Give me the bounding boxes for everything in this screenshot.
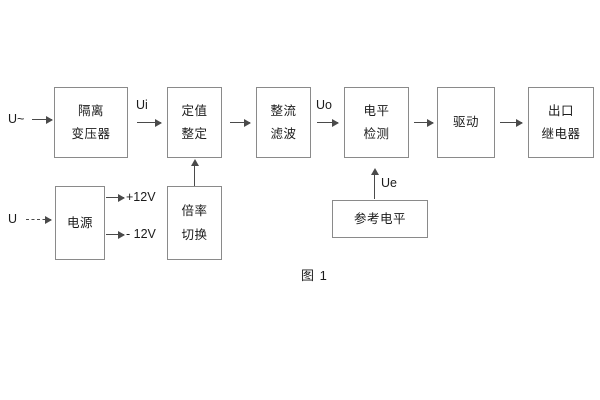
- block-power-supply-line1: 电源: [66, 215, 93, 230]
- arrow-level-detection-to-drive: [414, 118, 434, 127]
- block-output-relay: 出口 继电器: [528, 87, 594, 158]
- arrow-drive-to-output-relay: [500, 118, 523, 127]
- block-isolation-transformer-line2: 变压器: [71, 127, 111, 141]
- block-reference-level: 参考电平: [332, 200, 428, 238]
- arrow-setting-value-to-rectify-filter: [230, 118, 251, 127]
- block-ratio-switch: 倍率 切换: [167, 186, 222, 260]
- arrow-isolation-transformer-to-setting-value: [137, 118, 162, 127]
- arrow-ratio-switch-to-setting-value: [190, 159, 199, 186]
- arrow-reference-level-to-level-detection: [370, 168, 379, 199]
- signal-label-ac-input: U~: [8, 112, 25, 126]
- signal-label-ue: Ue: [381, 176, 397, 190]
- block-rectify-filter: 整流 滤波: [256, 87, 311, 158]
- block-output-relay-line2: 继电器: [541, 127, 581, 141]
- block-drive-line1: 驱动: [452, 115, 479, 130]
- block-level-detection-line2: 检测: [363, 127, 390, 141]
- block-reference-level-line1: 参考电平: [353, 211, 406, 226]
- block-rectify-filter-line1: 整流: [270, 103, 297, 118]
- signal-label-ui: Ui: [136, 98, 148, 112]
- block-setting-value-line2: 整定: [181, 127, 208, 141]
- block-ratio-switch-line1: 倍率: [181, 204, 208, 218]
- block-level-detection-line1: 电平: [363, 103, 390, 118]
- arrow-dc-input-to-power-supply: [26, 216, 52, 224]
- block-isolation-transformer-line1: 隔离: [77, 103, 104, 118]
- block-output-relay-line1: 出口: [547, 103, 574, 118]
- block-setting-value: 定值 整定: [167, 87, 222, 158]
- arrow-power-supply-pos-12v: [106, 193, 125, 202]
- signal-label-neg-12v: - 12V: [126, 227, 156, 241]
- signal-label-uo: Uo: [316, 98, 332, 112]
- signal-label-dc-input: U: [8, 212, 18, 226]
- figure-caption: 图 1: [301, 268, 328, 283]
- block-isolation-transformer: 隔离 变压器: [54, 87, 128, 158]
- arrow-ac-input-to-isolation-transformer: [32, 115, 53, 124]
- block-drive: 驱动: [437, 87, 495, 158]
- block-rectify-filter-line2: 滤波: [270, 127, 297, 141]
- signal-label-pos-12v: +12V: [126, 190, 156, 204]
- block-power-supply: 电源: [55, 186, 105, 260]
- block-level-detection: 电平 检测: [344, 87, 409, 158]
- block-setting-value-line1: 定值: [181, 103, 208, 118]
- block-ratio-switch-line2: 切换: [181, 227, 208, 242]
- arrow-power-supply-neg-12v: [106, 230, 125, 239]
- arrow-rectify-filter-to-level-detection: [317, 118, 339, 127]
